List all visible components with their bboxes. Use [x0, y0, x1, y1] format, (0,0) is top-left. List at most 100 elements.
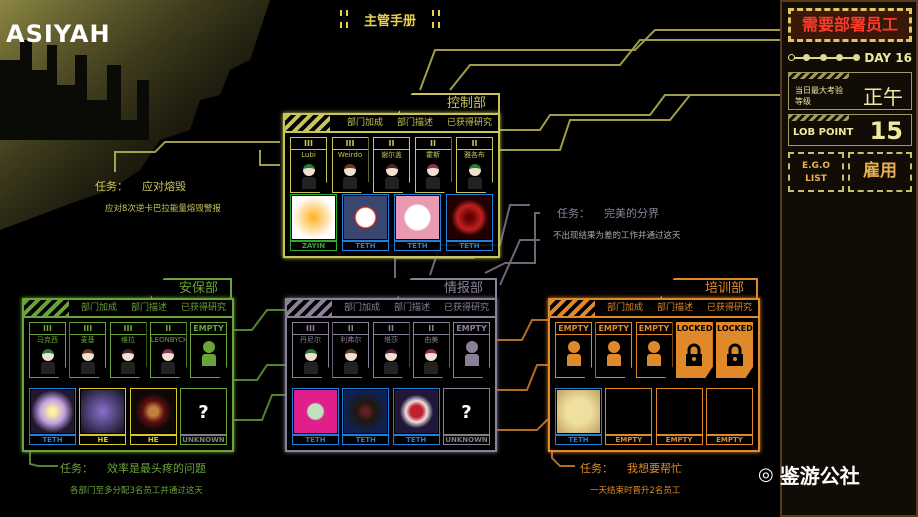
risk-level-label: TETH	[556, 434, 601, 444]
tab-bonus[interactable]: 部门加成	[346, 118, 383, 128]
tab-bonus[interactable]: 部门加成	[606, 303, 643, 313]
tab-description[interactable]: 部门描述	[393, 303, 430, 313]
risk-level-label: ZAYIN	[291, 240, 336, 250]
empty-agent-slot[interactable]: EMPTY	[595, 322, 633, 378]
abnormality-card[interactable]: ?UNKNOWN	[442, 388, 490, 445]
agent-portrait	[343, 349, 358, 374]
department-name-tab[interactable]: 情报部	[397, 278, 497, 298]
abnormality-card[interactable]: ?UNKNOWN	[179, 388, 227, 445]
tab-research[interactable]: 已获得研究	[180, 303, 226, 313]
manual-title[interactable]: 主管手册	[340, 10, 440, 29]
tab-bonus[interactable]: 部门加成	[80, 303, 117, 313]
abnormality-card[interactable]: TETH	[394, 194, 441, 251]
purple-shadow-icon	[81, 390, 125, 433]
abnormality-card[interactable]: TETH	[342, 388, 390, 445]
mission-control: 任务：应对熔毁应对8次逆卡巴拉能量熔毁警报	[95, 178, 221, 214]
agent-rank: III	[291, 138, 326, 150]
agent-portrait	[161, 349, 176, 374]
abnormality-card[interactable]: TETH	[29, 388, 76, 445]
department-name-tab[interactable]: 培训部	[660, 278, 758, 298]
empty-agent-slot[interactable]: EMPTY	[190, 322, 227, 378]
tab-description[interactable]: 部门描述	[130, 303, 167, 313]
tab-research[interactable]: 已获得研究	[443, 303, 489, 313]
risk-level-label: TETH	[343, 434, 389, 444]
empty-agent-slot[interactable]: EMPTY	[555, 322, 592, 378]
lob-point-box: LOB POINT 15	[788, 114, 912, 146]
locked-slot[interactable]: LOCKED	[675, 322, 713, 378]
tab-description[interactable]: 部门描述	[396, 118, 433, 128]
empty-agent-slot[interactable]: EMPTY	[635, 322, 673, 378]
agent-name: 马克西	[37, 336, 58, 344]
abnormality-card[interactable]: HE	[79, 388, 127, 445]
hire-button[interactable]: 雇用	[848, 152, 912, 192]
agent-name: 霍斯	[426, 151, 440, 159]
mission-title-row: 任务：效率是最头疼的问题	[60, 460, 206, 476]
agent-rank: III	[110, 323, 146, 335]
empty-abnormality-slot[interactable]: EMPTY	[655, 388, 703, 445]
abnormality-card[interactable]: TETH	[446, 194, 493, 251]
agent-rank: III	[332, 138, 368, 150]
empty-abnormality-slot[interactable]: EMPTY	[705, 388, 753, 445]
watermark: ◎鉴游公社	[758, 460, 860, 489]
department-name-tab[interactable]: 控制部	[398, 93, 500, 113]
tab-research[interactable]: 已获得研究	[446, 118, 492, 128]
empty-agent-slot[interactable]: EMPTY	[453, 322, 490, 378]
abnormality-card[interactable]: HE	[129, 388, 177, 445]
agent-name: 塔莎	[384, 336, 398, 344]
agent-name: 维拉	[121, 336, 135, 344]
mission-title-row: 任务：完美的分界	[557, 205, 681, 221]
mission-label: 任务：	[557, 207, 590, 220]
tab-description[interactable]: 部门描述	[656, 303, 693, 313]
agent-name: Lubi	[301, 151, 316, 159]
abnormality-card[interactable]: ZAYIN	[290, 194, 337, 251]
agent-slots: III马克西III麦基III维拉IILEONBYCHENCODEEMPTY	[29, 322, 227, 378]
ego-list-button[interactable]: E.G.O LIST	[788, 152, 844, 192]
deploy-agents-alert[interactable]: 需要部署员工	[788, 8, 912, 42]
sketch-face-icon	[557, 390, 600, 433]
risk-level-label: TETH	[447, 240, 492, 250]
agent-name: 麦基	[80, 336, 95, 344]
locked-slot[interactable]: LOCKED	[716, 322, 753, 378]
risk-level-label: UNKNOWN	[443, 434, 489, 444]
mission-title: 我想要帮忙	[627, 462, 682, 475]
agent-rank: III	[70, 323, 106, 335]
tab-bonus[interactable]: 部门加成	[343, 303, 380, 313]
abnormality-card[interactable]: TETH	[555, 388, 602, 445]
risk-level-label: EMPTY	[606, 434, 652, 444]
mission-label: 任务：	[95, 180, 128, 193]
empty-person-icon	[606, 341, 621, 366]
agent-portrait	[40, 349, 55, 374]
lock-icon	[726, 343, 744, 367]
day-progress-track	[788, 54, 860, 61]
abnormality-card[interactable]: TETH	[292, 388, 339, 445]
agent-portrait	[424, 349, 439, 374]
abnormality-card[interactable]: TETH	[342, 194, 389, 251]
agent-name: 雅各布	[464, 151, 485, 159]
abnormality-card[interactable]: TETH	[392, 388, 440, 445]
department-name-tab[interactable]: 安保部	[150, 278, 232, 298]
agent-card[interactable]: IILEONBYCHENCODE	[149, 322, 187, 378]
tab-research[interactable]: 已获得研究	[706, 303, 752, 313]
empty-slot	[707, 390, 751, 433]
empty-abnormality-slot[interactable]: EMPTY	[605, 388, 653, 445]
